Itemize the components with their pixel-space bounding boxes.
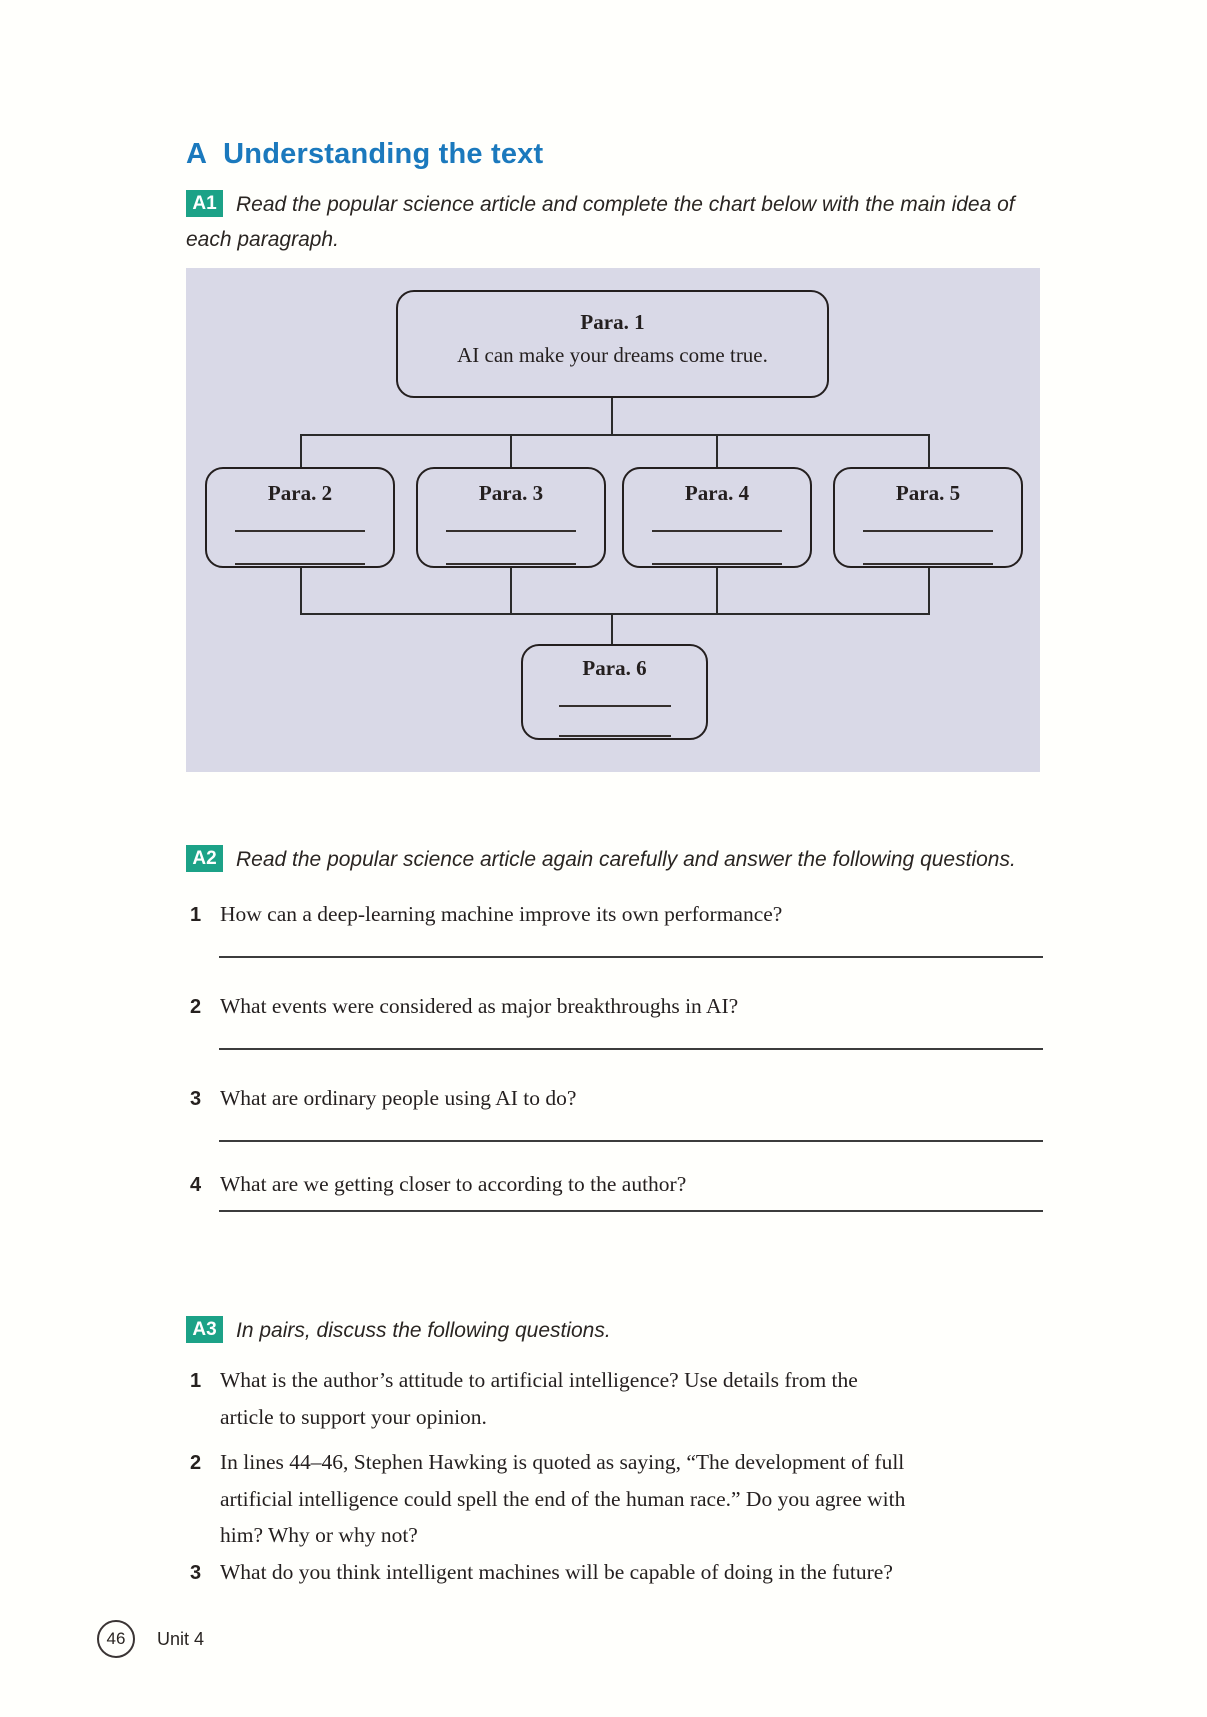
connector-line (510, 568, 512, 615)
connector-line (300, 613, 930, 615)
blank-line (558, 705, 671, 707)
exercise-a2-badge: A2 (186, 845, 223, 872)
question-item: 3 What do you think intelligent machines … (190, 1554, 1076, 1591)
question-text: What are we getting closer to according … (220, 1172, 687, 1196)
blank-line (446, 530, 576, 532)
blank-line (863, 563, 993, 565)
para-box-1: Para. 1 AI can make your dreams come tru… (396, 290, 829, 398)
para-box-1-title: Para. 1 (580, 310, 645, 334)
question-number: 3 (190, 1562, 202, 1584)
question-item: 2 In lines 44–46, Stephen Hawking is quot… (190, 1444, 1076, 1553)
blank-line (652, 563, 782, 565)
connector-line (300, 434, 302, 467)
blank-line (863, 530, 993, 532)
question-text: What is the author’s attitude to artific… (220, 1368, 858, 1429)
exercise-a2-intro: A2 Read the popular science article again… (186, 843, 1046, 878)
exercise-a3-badge: A3 (186, 1316, 223, 1343)
para-box-4: Para. 4 (622, 467, 812, 568)
question-number: 2 (190, 996, 202, 1018)
exercise-a1-instruction: Read the popular science article and com… (186, 193, 1015, 251)
blank-line (446, 563, 576, 565)
para-box-3: Para. 3 (416, 467, 606, 568)
question-number: 3 (190, 1088, 202, 1110)
blank-line (235, 530, 365, 532)
connector-line (716, 568, 718, 615)
question-item: 3 What are ordinary people using AI to do… (190, 1080, 1076, 1117)
question-text: What do you think intelligent machines w… (220, 1560, 893, 1584)
question-item: 2 What events were considered as major br… (190, 988, 1076, 1025)
para-box-5: Para. 5 (833, 467, 1023, 568)
question-text: What events were considered as major bre… (220, 994, 739, 1018)
para-box-1-text: AI can make your dreams come true. (457, 343, 768, 367)
answer-line (219, 956, 1043, 958)
connector-line (300, 434, 930, 436)
question-text: What are ordinary people using AI to do? (220, 1086, 577, 1110)
blank-line (235, 563, 365, 565)
exercise-a2-instruction: Read the popular science article again c… (236, 848, 1016, 871)
exercise-a3-instruction: In pairs, discuss the following question… (236, 1319, 611, 1342)
page-number-badge: 46 (97, 1620, 135, 1658)
flowchart-panel: Para. 1 AI can make your dreams come tru… (186, 268, 1040, 772)
question-item: 1 How can a deep-learning machine improve… (190, 896, 1076, 933)
para-box-6-title: Para. 6 (582, 656, 647, 680)
connector-line (510, 434, 512, 467)
question-number: 2 (190, 1452, 202, 1474)
blank-line (652, 530, 782, 532)
question-number: 1 (190, 1370, 202, 1392)
page-title: A Understanding the text (186, 138, 543, 171)
exercise-a3-intro: A3 In pairs, discuss the following questi… (186, 1314, 1046, 1349)
connector-line (928, 434, 930, 467)
para-box-2-title: Para. 2 (267, 481, 333, 505)
connector-line (716, 434, 718, 467)
question-item: 4 What are we getting closer to according… (190, 1166, 1076, 1203)
para-box-5-title: Para. 5 (895, 481, 961, 505)
question-number: 1 (190, 904, 202, 926)
answer-line (219, 1210, 1043, 1212)
question-text: In lines 44–46, Stephen Hawking is quote… (220, 1450, 906, 1547)
question-item: 1 What is the author’s attitude to artifi… (190, 1362, 1076, 1435)
connector-line (611, 615, 613, 644)
unit-label: Unit 4 (157, 1629, 205, 1649)
exercise-a1-badge: A1 (186, 190, 223, 217)
answer-line (219, 1140, 1043, 1142)
para-box-2: Para. 2 (205, 467, 395, 568)
section-title: Understanding the text (223, 138, 544, 170)
answer-line (219, 1048, 1043, 1050)
para-box-3-title: Para. 3 (478, 481, 544, 505)
question-text: How can a deep-learning machine improve … (220, 902, 783, 926)
connector-line (300, 568, 302, 615)
para-box-4-title: Para. 4 (684, 481, 750, 505)
question-number: 4 (190, 1174, 202, 1196)
para-box-6: Para. 6 (521, 644, 708, 740)
blank-line (558, 735, 671, 737)
section-letter: A (186, 138, 208, 170)
connector-line (928, 568, 930, 615)
connector-line (611, 398, 613, 434)
